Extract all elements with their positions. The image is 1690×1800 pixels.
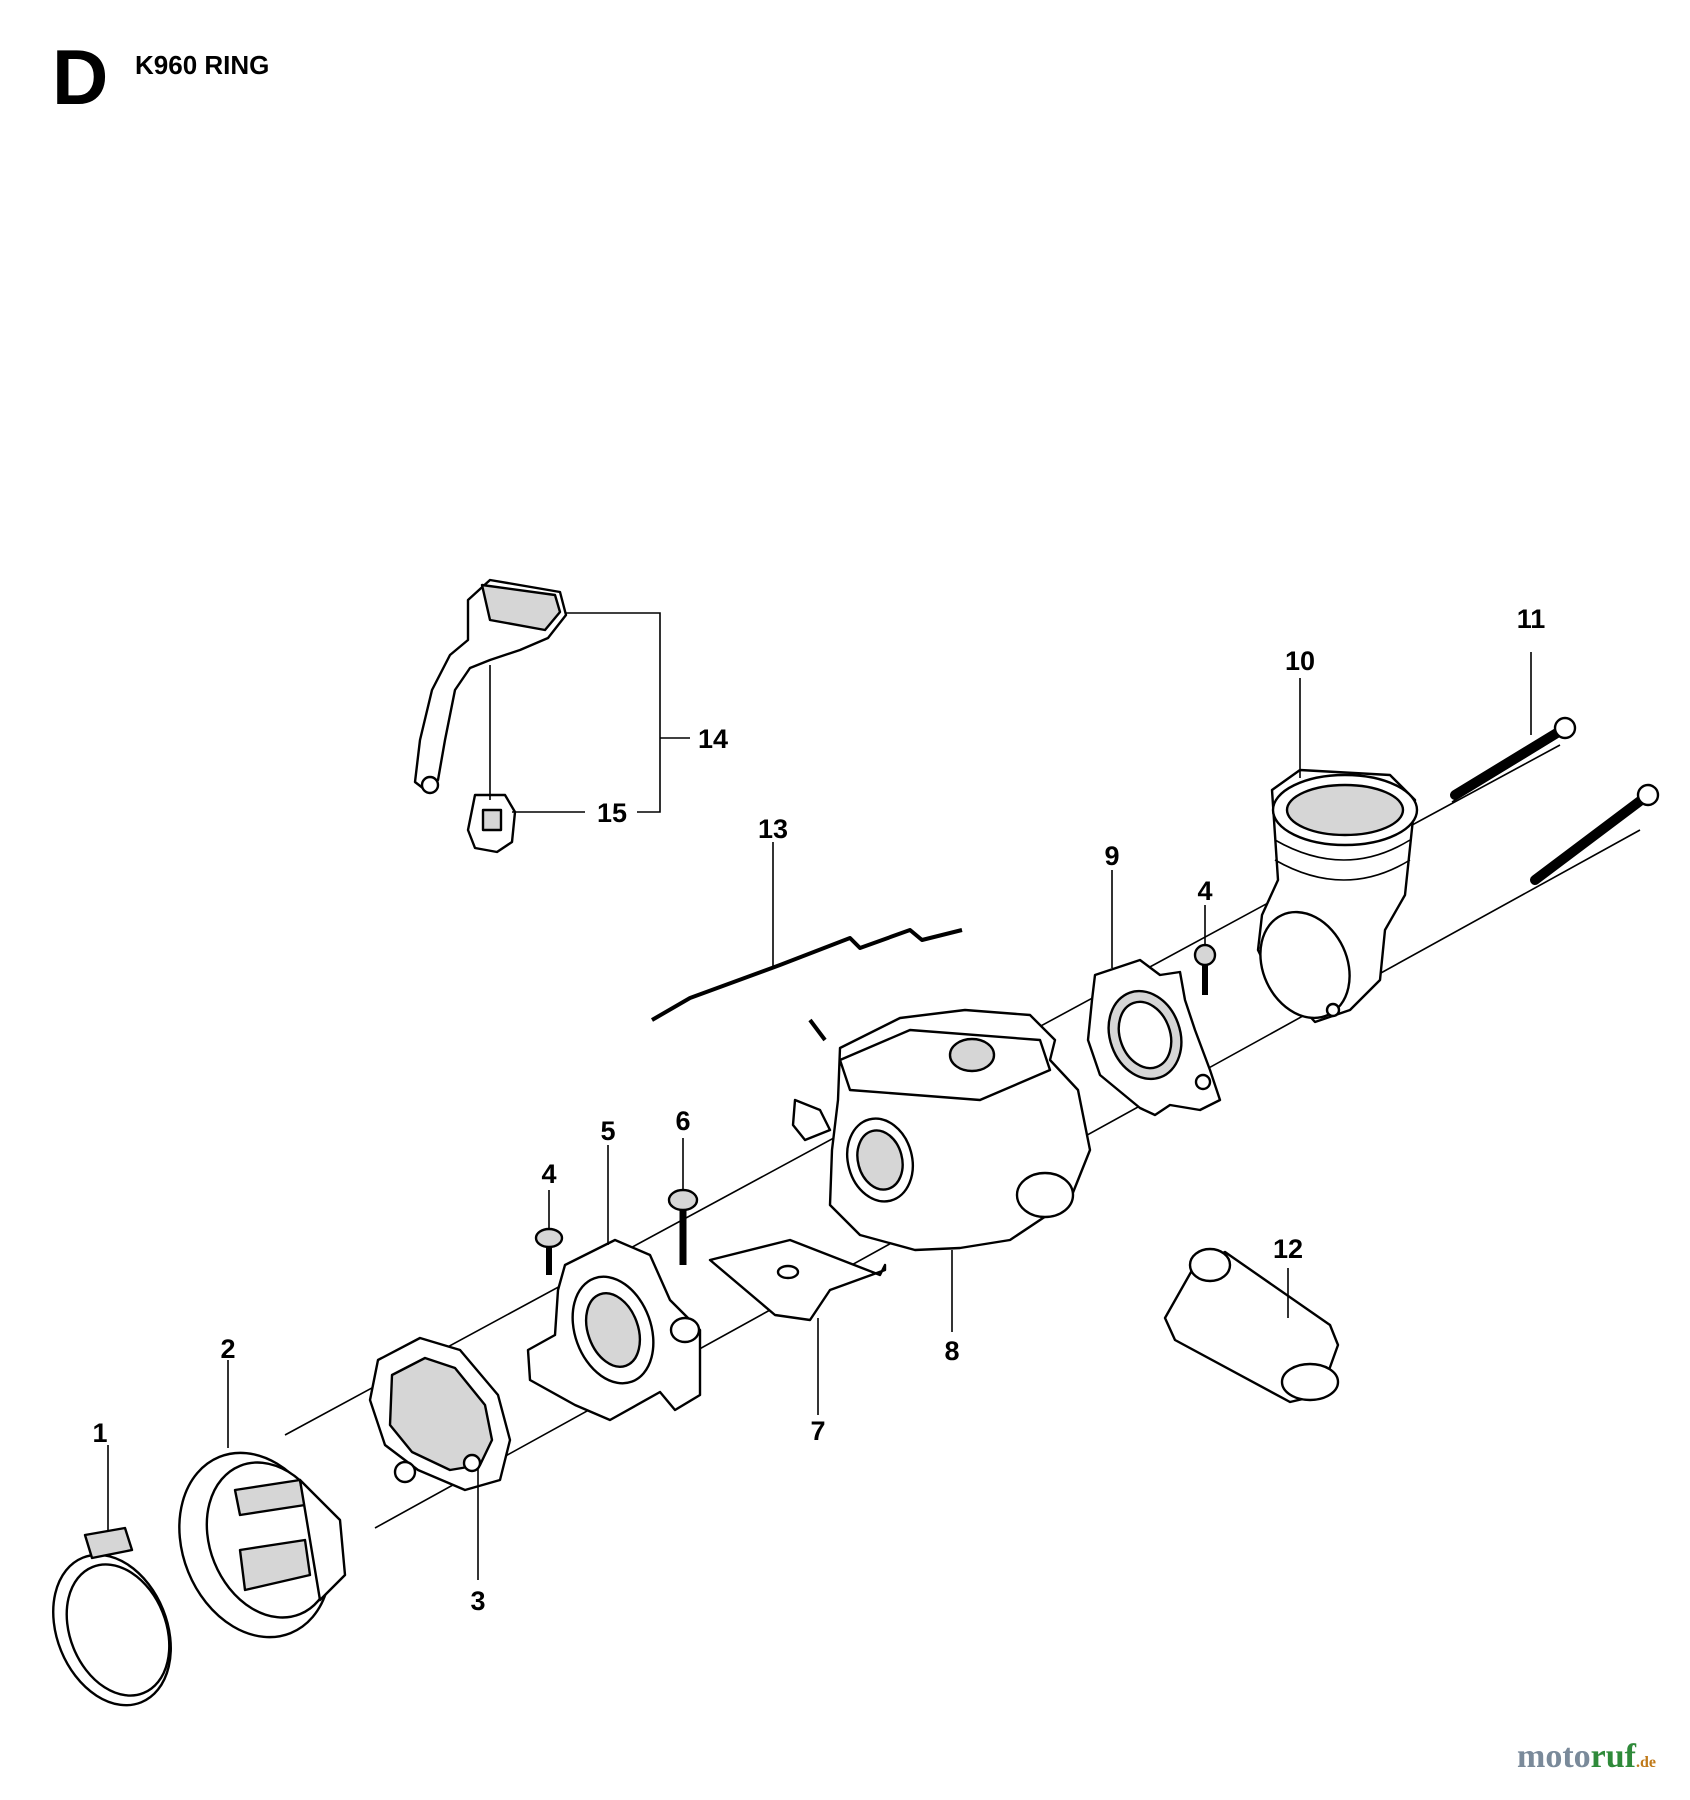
intake-adapter [526,1145,702,1422]
watermark-part-a: moto [1517,1738,1591,1775]
callout-8: 8 [944,1336,959,1366]
callout-7: 7 [810,1416,825,1446]
carb-spacer [1086,870,1222,1117]
carburetor [791,1008,1092,1332]
choke-lever [413,578,568,795]
throttle-rod [650,842,963,1022]
watermark: motoruf.de [1517,1738,1656,1776]
callout-13: 13 [758,814,788,844]
watermark-part-b: ruf [1590,1738,1636,1775]
long-bolts [1450,652,1660,885]
callout-5: 5 [600,1116,615,1146]
leader-14-15 [489,612,690,813]
diagram-title: K960 RING [135,50,270,80]
callout-14: 14 [698,724,728,754]
callout-9: 9 [1104,841,1119,871]
fuel-tube-part [1163,1247,1340,1404]
adapter-gasket [368,1336,512,1580]
callout-11: 11 [1517,604,1546,634]
screw-6 [667,1138,699,1265]
carb-gasket [708,1238,887,1415]
section-letter: D [52,33,109,121]
callout-10: 10 [1285,646,1315,676]
callout-4-lower: 4 [541,1159,556,1189]
callout-4-upper: 4 [1197,876,1212,906]
screw-lower [534,1190,564,1275]
callout-3: 3 [470,1586,485,1616]
callout-1: 1 [92,1418,107,1448]
callout-6: 6 [675,1106,690,1136]
callout-2: 2 [220,1334,235,1364]
watermark-part-c: .de [1636,1754,1656,1771]
callout-labels: 1 2 3 4 5 6 7 8 9 4 10 11 12 13 14 15 [92,604,1545,1616]
callout-12: 12 [1273,1234,1303,1264]
callout-15: 15 [597,798,627,828]
choke-clip [466,793,517,854]
intake-boot [1256,678,1419,1024]
screw-upper [1193,905,1217,995]
hose-clamp [52,1445,172,1707]
intake-flange [178,1360,347,1639]
